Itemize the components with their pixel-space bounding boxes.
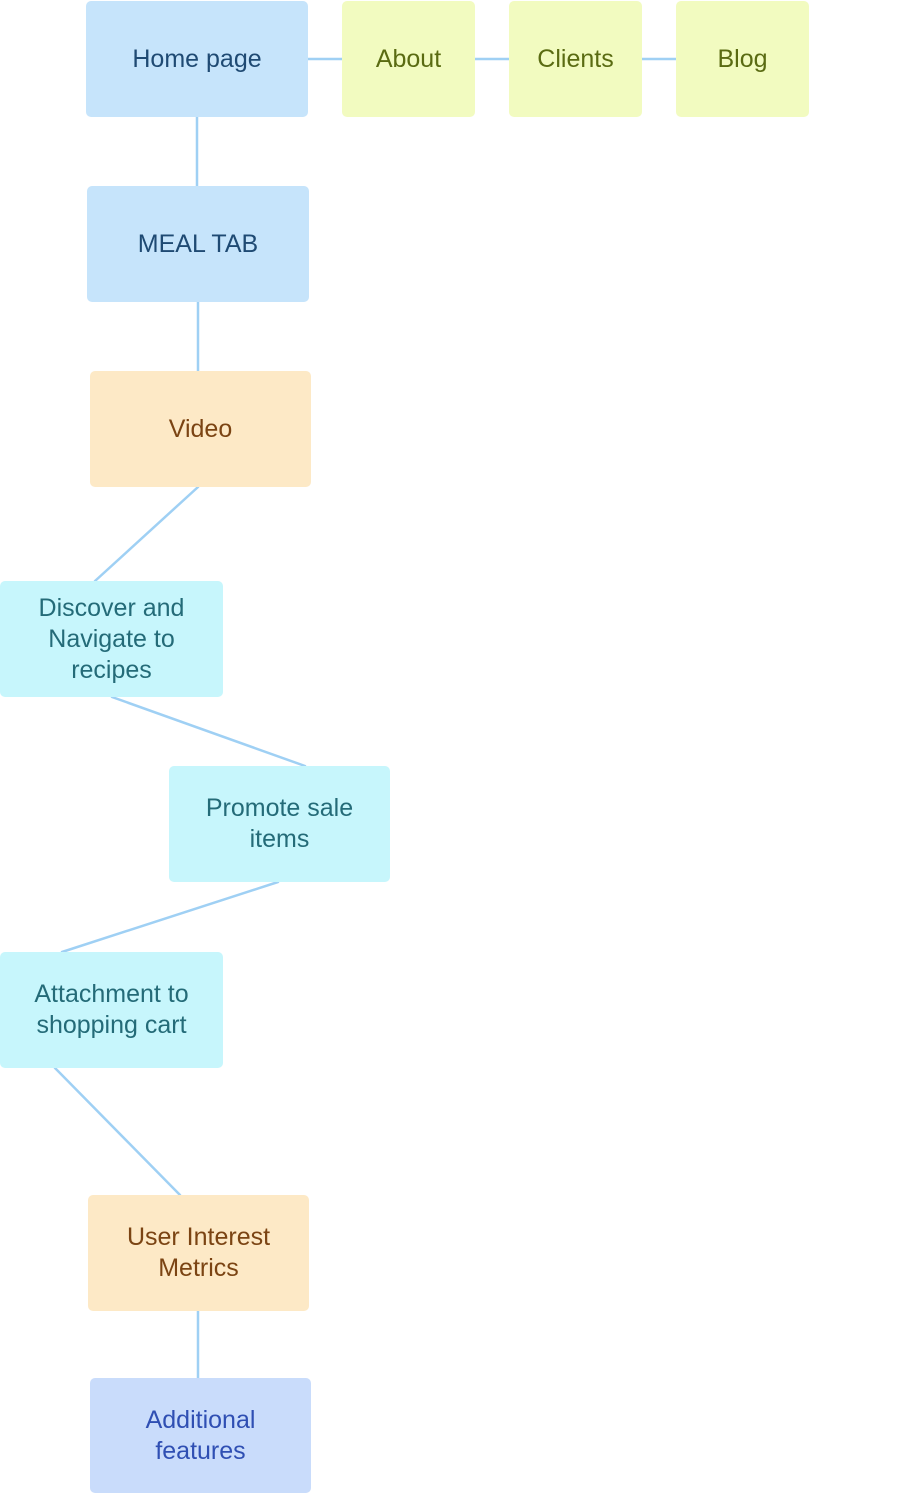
node-user-interest-metrics[interactable]: User Interest Metrics bbox=[88, 1195, 309, 1311]
node-meal-tab[interactable]: MEAL TAB bbox=[87, 186, 309, 302]
node-blog[interactable]: Blog bbox=[676, 1, 809, 117]
node-label: Blog bbox=[717, 44, 768, 73]
node-label: Additional features bbox=[145, 1405, 256, 1465]
node-label: Clients bbox=[537, 44, 614, 73]
connector-promote-attach bbox=[60, 880, 280, 954]
connector-video-discover bbox=[93, 485, 200, 583]
node-label: MEAL TAB bbox=[137, 229, 259, 258]
node-label: Video bbox=[168, 414, 233, 443]
node-about[interactable]: About bbox=[342, 1, 475, 117]
node-label: Discover and Navigate to recipes bbox=[38, 593, 185, 684]
node-home-page[interactable]: Home page bbox=[86, 1, 308, 117]
node-shopping-cart-attachment[interactable]: Attachment to shopping cart bbox=[0, 952, 223, 1068]
node-label: Promote sale items bbox=[205, 794, 354, 853]
node-label: Home page bbox=[132, 44, 262, 73]
connector-discover-promote bbox=[110, 695, 307, 768]
node-label: Attachment to shopping cart bbox=[34, 980, 189, 1039]
node-label: About bbox=[375, 44, 442, 73]
connector-attach-metrics bbox=[53, 1066, 182, 1197]
node-video[interactable]: Video bbox=[90, 371, 311, 487]
node-label: User Interest Metrics bbox=[126, 1223, 271, 1282]
node-clients[interactable]: Clients bbox=[509, 1, 642, 117]
node-promote-sale-items[interactable]: Promote sale items bbox=[169, 766, 390, 882]
node-discover-recipes[interactable]: Discover and Navigate to recipes bbox=[0, 581, 223, 697]
node-additional-features[interactable]: Additional features bbox=[90, 1378, 311, 1493]
